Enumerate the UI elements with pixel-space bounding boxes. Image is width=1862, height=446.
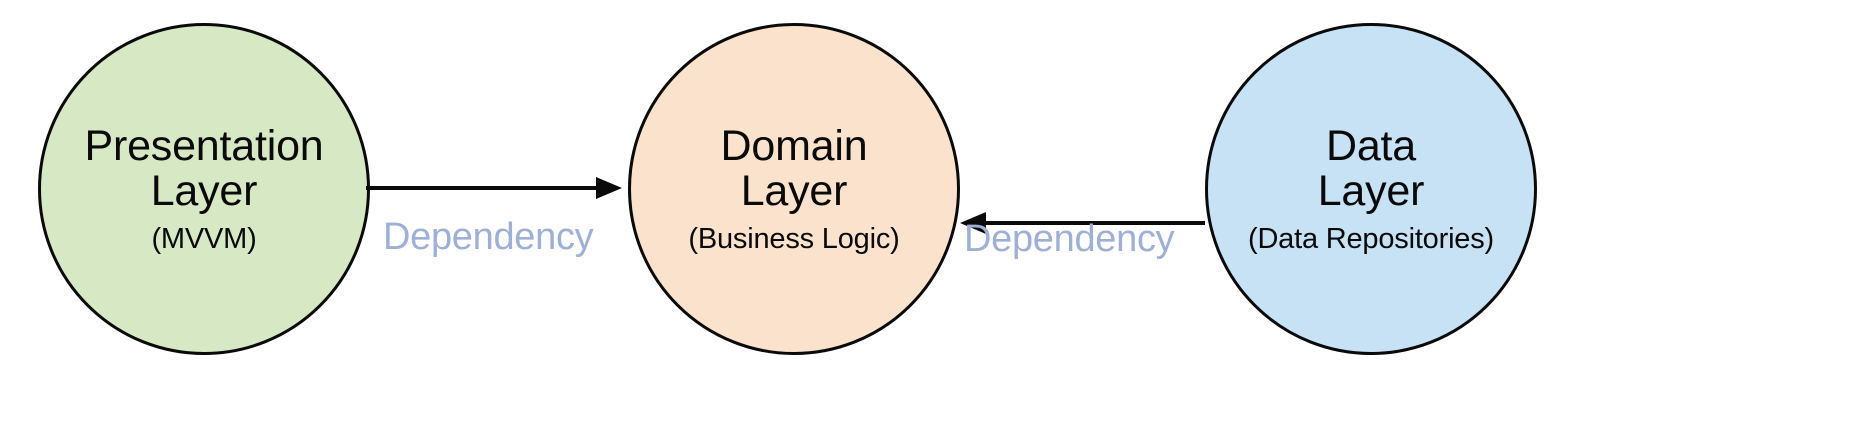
node-title-line-2: Layer xyxy=(1317,167,1425,216)
arrowhead-right-icon xyxy=(596,177,622,199)
node-title-line-2: Layer xyxy=(150,167,258,216)
node-title-line-1: Presentation xyxy=(84,121,324,170)
node-data-layer[interactable]: Data Layer (Data Repositories) xyxy=(1205,23,1537,355)
edge-label-dependency-left: Dependency xyxy=(383,216,594,258)
node-presentation-layer[interactable]: Presentation Layer (MVVM) xyxy=(38,23,370,355)
arrowhead-left-icon xyxy=(960,212,986,234)
node-title-line-1: Domain xyxy=(720,121,868,170)
node-subtitle: (MVVM) xyxy=(151,222,257,255)
arrow-shaft xyxy=(984,221,1205,225)
arrow-shaft xyxy=(366,186,598,190)
node-title-line-1: Data xyxy=(1325,121,1417,170)
node-title-line-2: Layer xyxy=(740,167,848,216)
node-domain-layer[interactable]: Domain Layer (Business Logic) xyxy=(628,23,960,355)
node-subtitle: (Business Logic) xyxy=(688,222,900,255)
node-subtitle: (Data Repositories) xyxy=(1247,222,1494,255)
edge-label-dependency-right: Dependency xyxy=(964,218,1175,260)
